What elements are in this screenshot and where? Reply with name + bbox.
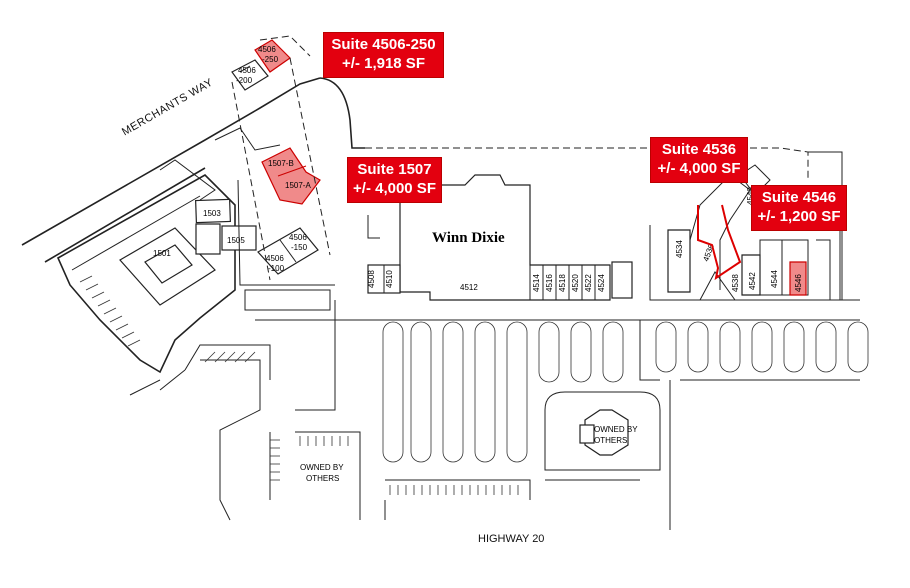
others-right-1: OWNED BY [594,425,638,434]
callout-suite-area: +/- 1,918 SF [342,55,425,72]
outparcel-left: OWNED BY OTHERS [269,431,361,520]
outparcel-right: OWNED BY OTHERS [544,380,671,530]
others-right-2: OTHERS [594,436,627,445]
suite-1507-highlight[interactable] [261,147,321,205]
callout-suite-area: +/- 1,200 SF [757,208,841,225]
parking-row [655,321,677,373]
callout-suite-name: Suite 4536 [661,141,737,158]
parking-row [815,321,837,373]
label-4512: 4512 [460,283,478,292]
label-4538: 4538 [731,274,740,292]
label-4510: 4510 [385,270,394,288]
highway-20-label: HIGHWAY 20 [478,533,545,545]
callout-suite-4506-250[interactable]: Suite 4506-250 +/- 1,918 SF [323,32,444,78]
parking-row [719,321,741,373]
parking-row [602,321,624,383]
parcel-dashed-lines [231,35,331,281]
parking-row [538,321,560,383]
left-outparcel [56,174,236,374]
label-4522: 4522 [584,274,593,292]
suite-4536-highlight[interactable] [697,204,742,281]
label-4506-150a: 4506 [289,233,307,242]
others-left-1: OWNED BY [300,463,344,472]
parking-row [847,321,869,373]
callout-suite-area: +/- 4,000 SF [353,180,436,197]
parking-row [751,321,773,373]
label-1507b: 1507-B [268,159,294,168]
building-4506-100-150: 4506 -150 4506 -100 [257,227,319,275]
callout-suite-name: Suite 4546 [761,189,837,206]
label-4520: 4520 [571,274,580,292]
label-4540: 4540 [746,187,755,205]
label-4506-100a: 4506 [266,254,284,263]
winn-dixie-logo: Winn Dixie [432,230,505,246]
label-4534: 4534 [675,240,684,258]
callout-suite-name: Suite 4506-250 [331,36,436,53]
label-4514: 4514 [532,274,541,292]
callout-suite-area: +/- 4,000 SF [657,160,741,177]
label-1503: 1503 [203,209,221,218]
label-4518: 4518 [558,274,567,292]
label-4506-150b: -150 [291,243,308,252]
label-4506-250a: 4506 [258,45,276,54]
label-4516: 4516 [545,274,554,292]
label-4508: 4508 [367,270,376,288]
parking-row [474,321,496,463]
parking-row [442,321,464,463]
lower-left-access [129,319,336,521]
merchants-way-road [21,77,365,263]
label-4544: 4544 [770,270,779,288]
parking-row [783,321,805,373]
winn-dixie-building: Winn Dixie 4512 4508 4510 4514 4516 4518… [367,174,633,301]
label-4542: 4542 [748,272,757,290]
callout-suite-name: Suite 1507 [357,161,432,178]
label-4524: 4524 [597,274,606,292]
suite-4546-highlight[interactable] [789,261,807,296]
callout-suite-4546[interactable]: Suite 4546 +/- 1,200 SF [751,185,847,231]
building-1503-1505: 1503 1505 [195,198,257,255]
parking-row [506,321,528,463]
bottom-parking-strip [384,479,640,520]
parking-row [382,321,404,463]
callout-suite-1507[interactable]: Suite 1507 +/- 4,000 SF [347,157,442,203]
others-left-2: OTHERS [306,474,339,483]
label-4506-200a: 4506 [238,66,256,75]
label-1507a: 1507-A [285,181,311,190]
building-1507: 1507-B 1507-A [261,147,321,205]
driveways-center-left [159,127,335,311]
parking-row [570,321,592,383]
label-1501: 1501 [153,249,171,258]
building-1501: 1501 [119,227,216,306]
label-4506-200b: -200 [236,76,253,85]
parking-row [410,321,432,463]
building-4506-200-250: 4506 -250 4506 -200 [231,39,291,91]
parking-row [687,321,709,373]
label-1505: 1505 [227,236,245,245]
label-4546: 4546 [794,274,803,292]
label-4506-100b: -100 [268,264,285,273]
callout-suite-4536[interactable]: Suite 4536 +/- 4,000 SF [650,137,748,183]
label-4506-250b: -250 [262,55,279,64]
